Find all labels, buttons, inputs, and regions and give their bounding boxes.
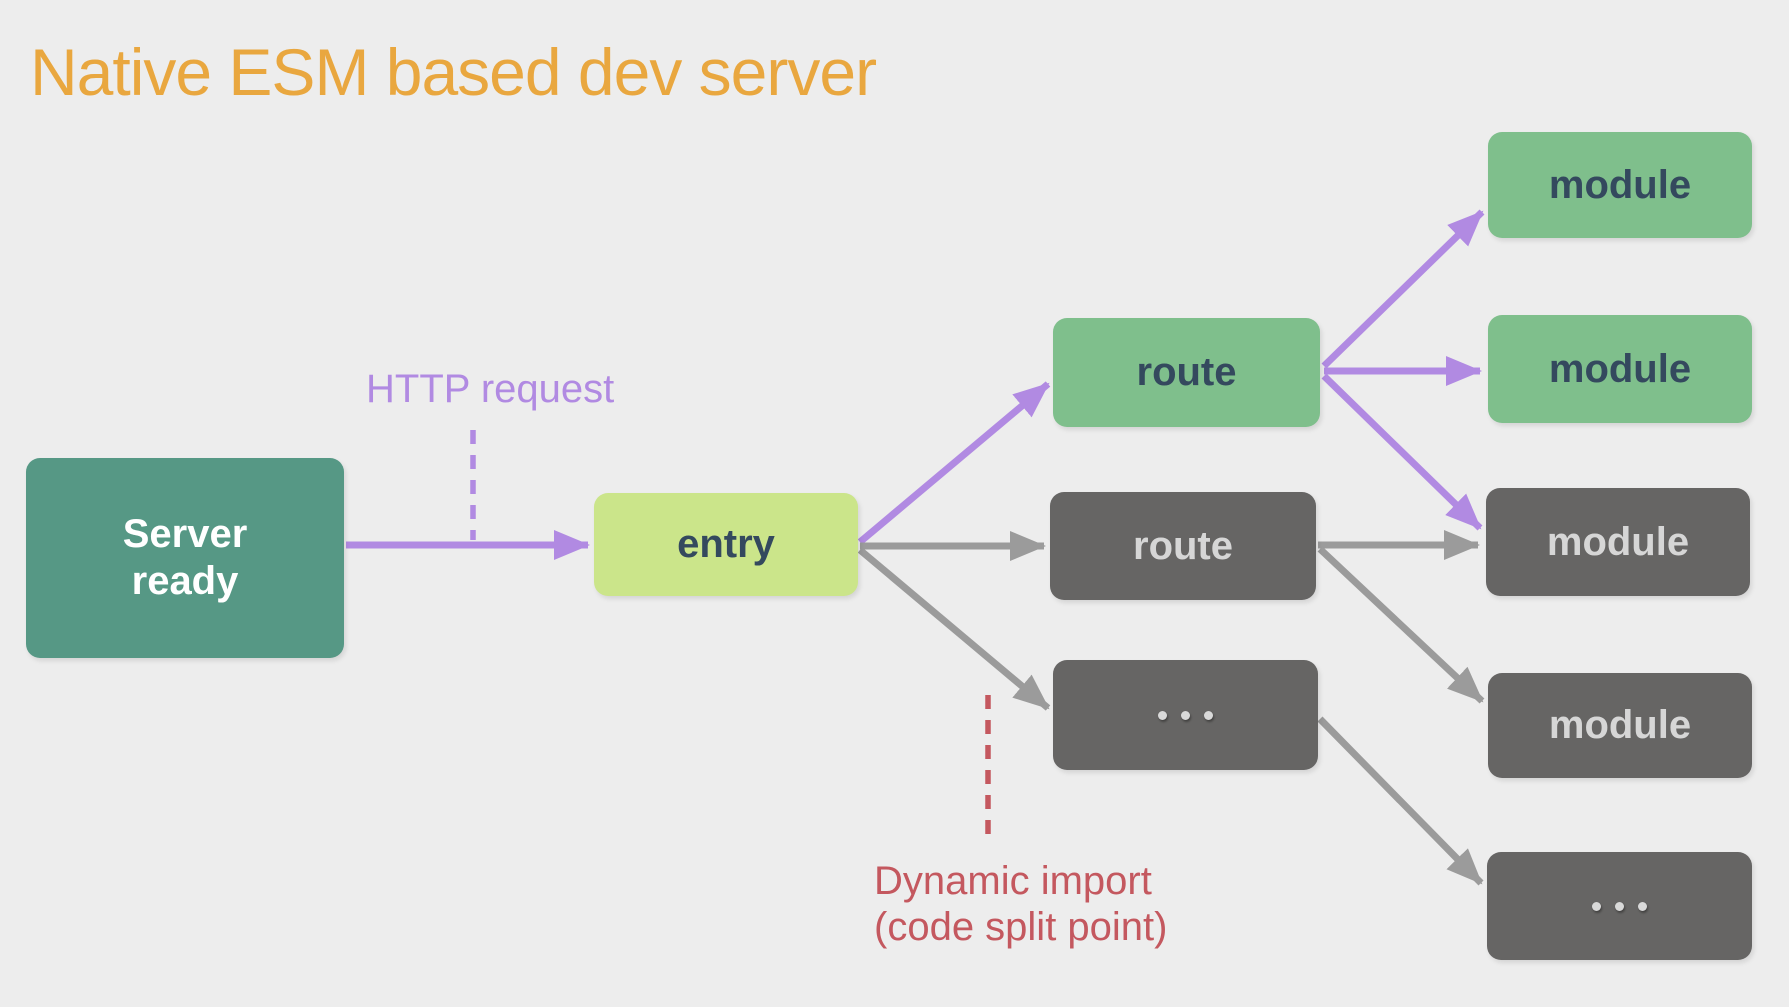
arrow-entry-to-route-active (857, 381, 1051, 545)
arrow-route2-to-module-4 (1317, 546, 1485, 704)
route-node-active: route (1053, 318, 1320, 427)
module-node-gray-1: module (1486, 488, 1750, 596)
module-node-gray-2: module (1488, 673, 1752, 778)
route-active-label: route (1136, 350, 1237, 394)
http-request-label: HTTP request (366, 367, 615, 411)
route-inactive-label: route (1133, 523, 1233, 568)
ellipsis-icon (1158, 710, 1213, 720)
entry-node: entry (594, 493, 858, 596)
module-gray-1-label: module (1546, 519, 1690, 564)
arrow-route-to-module-1 (1321, 209, 1485, 369)
entry-label: entry (677, 522, 775, 566)
module-gray-2-label: module (1548, 703, 1692, 747)
arrow-more-routes-to-more-modules (1317, 716, 1484, 886)
module-node-green-1: module (1488, 132, 1752, 238)
page-title: Native ESM based dev server (30, 35, 877, 109)
server-ready-label-line1: Server (122, 511, 248, 556)
ellipsis-icon (1592, 901, 1647, 911)
arrow-entry-to-more-routes (857, 547, 1051, 711)
server-ready-node: Server ready (26, 458, 344, 658)
dynamic-import-label: Dynamic import (code split point) (874, 858, 1167, 950)
server-ready-label-line2: ready (131, 559, 239, 603)
module-green-1-label: module (1548, 162, 1692, 207)
route-node-inactive: route (1050, 492, 1316, 600)
more-routes-node (1053, 660, 1318, 770)
module-node-green-2: module (1488, 315, 1752, 423)
dynamic-import-label-line2: (code split point) (874, 905, 1168, 949)
more-modules-node (1487, 852, 1752, 960)
dynamic-import-label-line1: Dynamic import (874, 859, 1152, 903)
arrow-route-to-module-3 (1321, 373, 1483, 531)
module-green-2-label: module (1548, 346, 1692, 391)
